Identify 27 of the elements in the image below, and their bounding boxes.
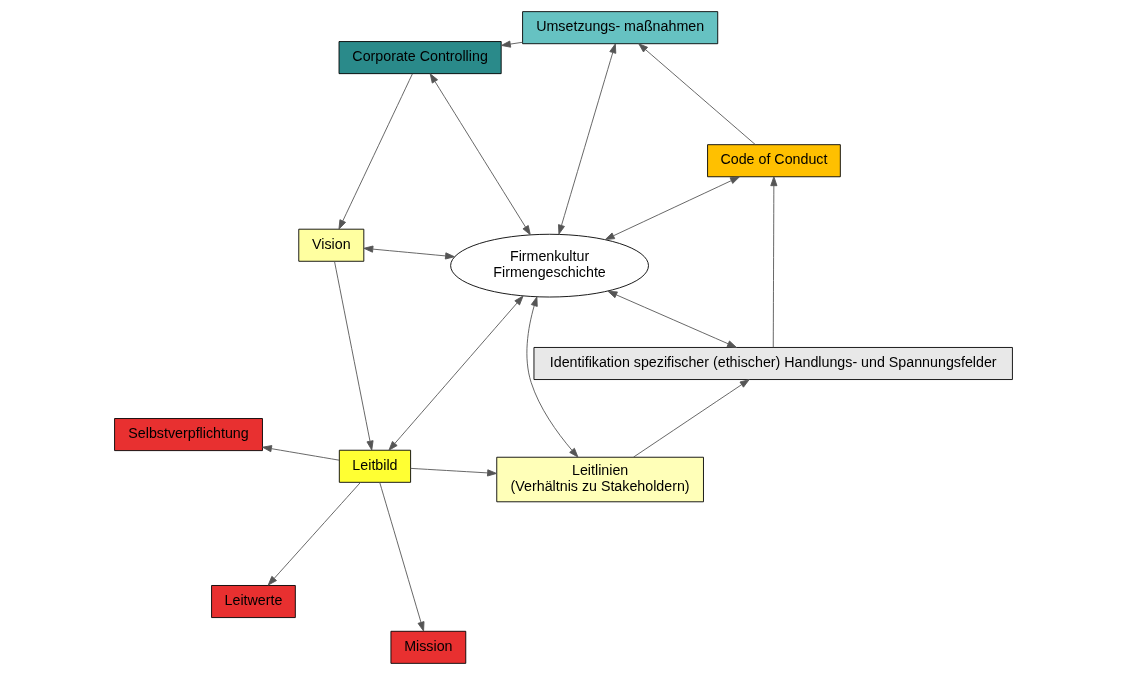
node-box: Vision xyxy=(297,228,364,262)
arrow xyxy=(637,43,756,146)
arrow xyxy=(632,379,750,458)
arrow xyxy=(607,290,737,348)
node-box: Leitbild xyxy=(338,449,411,483)
node-box: Leitwerte xyxy=(210,585,296,618)
arrow xyxy=(409,467,497,477)
arrow xyxy=(604,176,740,241)
node-box: Code of Conduct xyxy=(706,144,841,178)
arrow xyxy=(333,261,374,451)
arrow xyxy=(388,295,523,451)
arrow xyxy=(429,73,531,236)
arrow xyxy=(362,245,455,260)
arrow xyxy=(267,481,361,586)
arrow xyxy=(769,176,777,348)
node-box: Umsetzungs- maßnahmen xyxy=(521,11,718,45)
node-box: Mission xyxy=(390,630,466,664)
arrow xyxy=(338,73,413,230)
node-box: Identifikation spezifischer (ethischer) Handlungs- und Spannungsfelder xyxy=(533,347,1013,380)
arrow xyxy=(557,43,616,235)
arrow xyxy=(378,481,424,632)
node-box: Selbstverpflichtung xyxy=(113,418,263,452)
node-box: Corporate Controlling xyxy=(338,41,502,75)
arrow xyxy=(261,445,339,461)
arrow xyxy=(500,40,523,48)
node-box: Leitlinien (Verhältnis zu Stakeholdern) xyxy=(495,456,704,503)
arrow xyxy=(525,296,578,458)
